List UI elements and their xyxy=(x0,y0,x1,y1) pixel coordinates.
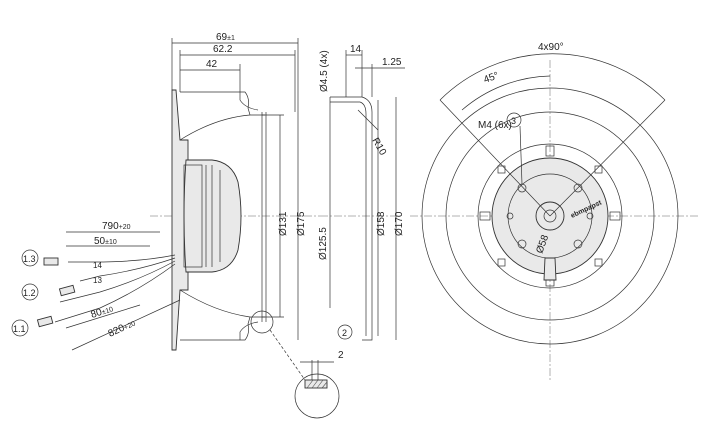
connector-1-2 xyxy=(58,284,76,297)
callout-2: 2 xyxy=(342,328,347,338)
detail-marker xyxy=(250,310,274,334)
cable-outlet xyxy=(543,257,557,281)
thread-hole-1 xyxy=(506,212,514,220)
detail-circle xyxy=(294,373,340,419)
mount-hole-3 xyxy=(517,239,527,249)
slot-top xyxy=(545,145,555,157)
wire-13: 13 xyxy=(93,276,102,285)
slot-br xyxy=(594,258,603,267)
arc-4x90 xyxy=(439,53,666,101)
callout-circle-1-2 xyxy=(21,283,39,301)
back-plate-front xyxy=(477,143,623,289)
mount-hole-4 xyxy=(573,239,583,249)
impeller-bottom xyxy=(179,289,265,341)
leader-m4 xyxy=(519,125,523,185)
arc-45 xyxy=(461,75,551,111)
slot-bl xyxy=(497,258,506,267)
label-m4: M4 (6x) xyxy=(478,120,512,131)
detail-section xyxy=(304,379,328,389)
cable-1-2a xyxy=(79,257,176,282)
callout-circle-1-3 xyxy=(21,249,39,267)
cable-1-3 xyxy=(68,254,176,263)
dim-80: 80±10 xyxy=(90,303,115,321)
thread-hole-2 xyxy=(586,212,594,220)
dim-790: 790+20 xyxy=(102,221,131,232)
callout-circle-2 xyxy=(337,324,353,340)
callout-circle-1-1 xyxy=(11,319,29,337)
motor-hub xyxy=(183,164,203,268)
ray-45 xyxy=(439,99,551,217)
dim-131: Ø131 xyxy=(278,211,289,236)
impeller-top xyxy=(179,91,265,141)
dim-175: Ø175 xyxy=(296,211,307,236)
dim-69: 69±1 xyxy=(216,32,235,43)
leader-r10 xyxy=(357,109,379,131)
callout-1-3: 1.3 xyxy=(23,254,36,264)
cable-1-1 xyxy=(54,263,176,323)
dim-detail-2: 2 xyxy=(338,350,344,361)
outer-ring xyxy=(421,87,679,345)
dim-1-25: 1.25 xyxy=(382,57,402,68)
dim-42: 42 xyxy=(206,59,218,70)
section-view: 14 1.25 Ø4.5 (4x) R10 Ø125.5 Ø158 Ø170 2 xyxy=(318,44,405,341)
dim-45: 45° xyxy=(482,70,500,86)
dim-50: 50±10 xyxy=(94,236,117,247)
connector-1-3 xyxy=(43,257,59,266)
dim-125-5: Ø125.5 xyxy=(318,227,329,260)
section-profile xyxy=(330,96,373,341)
slot-tr xyxy=(594,165,603,174)
detail-view: 2 xyxy=(294,350,344,419)
cables xyxy=(36,254,176,328)
dim-4x90: 4x90° xyxy=(538,42,564,53)
callout-circle-3 xyxy=(506,112,522,128)
slot-right xyxy=(609,211,621,221)
dim-158: Ø158 xyxy=(376,211,387,236)
impeller-top-blade xyxy=(239,92,259,111)
front-view: 4x90° 45° M4 (6x) 3 Ø58 ebmpapst xyxy=(410,42,700,380)
slot-left xyxy=(479,211,491,221)
mount-hole-2 xyxy=(573,183,583,193)
slot-tl xyxy=(497,165,506,174)
callout-1-1: 1.1 xyxy=(13,324,26,334)
shaft xyxy=(543,209,557,223)
cable-1-2b xyxy=(59,260,176,303)
blade-slots xyxy=(479,145,621,287)
dim-14: 14 xyxy=(350,44,362,55)
dim-line-820 xyxy=(71,299,181,351)
wire-14: 14 xyxy=(93,261,102,270)
section-profile-inner xyxy=(330,101,367,336)
dim-hole: Ø4.5 (4x) xyxy=(319,50,330,92)
dim-820: 820+20 xyxy=(107,318,138,340)
motor-body xyxy=(183,159,242,273)
side-view: 69±1 62.2 42 Ø131 Ø175 790+20 xyxy=(11,32,320,381)
callout-3: 3 xyxy=(511,116,516,126)
impeller-bottom-blade xyxy=(239,321,259,340)
callout-1-2: 1.2 xyxy=(23,288,36,298)
inlet-ring xyxy=(171,89,189,351)
dim-170: Ø170 xyxy=(394,211,405,236)
inlet-ring-front xyxy=(445,111,655,321)
dim-62: 62.2 xyxy=(213,44,233,55)
detail-leader xyxy=(269,329,306,381)
ray-45-right xyxy=(549,99,666,217)
connector-1-1 xyxy=(36,315,54,328)
dim-line-80 xyxy=(65,304,141,329)
